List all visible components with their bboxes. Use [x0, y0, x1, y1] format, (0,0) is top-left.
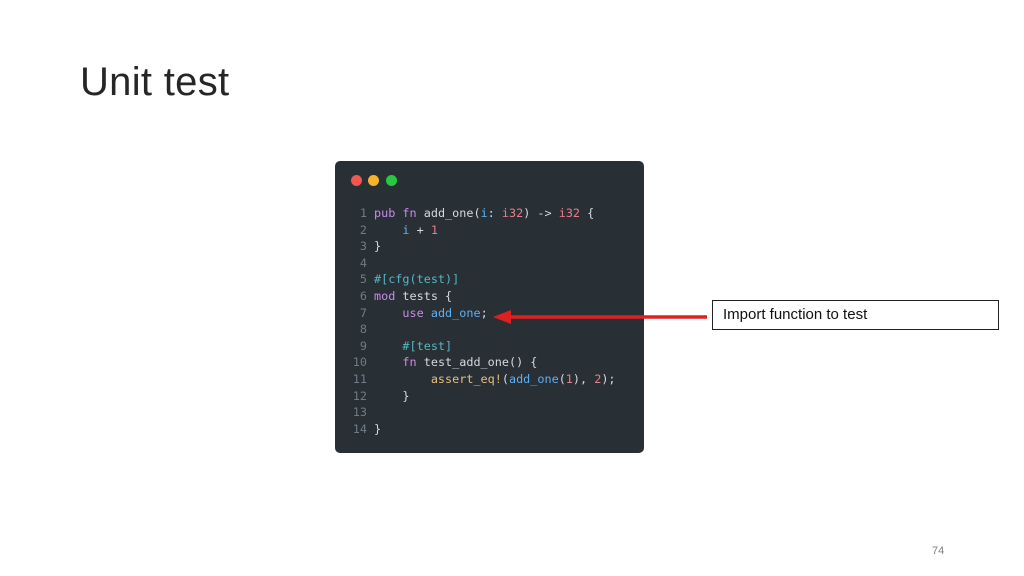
- code-text: assert_eq!(add_one(1), 2);: [374, 371, 616, 388]
- window-close-dot-icon: [351, 175, 362, 186]
- line-number: 2: [359, 222, 367, 237]
- code-token: test_add_one: [423, 355, 509, 370]
- code-token: 2: [594, 371, 602, 386]
- code-token: (: [473, 206, 481, 220]
- code-token: i32: [501, 206, 524, 220]
- line-number: 9: [359, 338, 367, 353]
- code-token: pub: [374, 206, 403, 220]
- code-text: #[cfg(test)]: [374, 271, 459, 288]
- code-token: #[test]: [402, 338, 453, 353]
- code-token: mod: [374, 288, 403, 303]
- code-line: 10 fn test_add_one() {: [335, 354, 538, 371]
- code-token: }: [374, 388, 410, 403]
- code-token: ),: [572, 371, 595, 386]
- annotation-callout: Import function to test: [712, 300, 999, 330]
- code-token: fn: [402, 206, 424, 220]
- code-line: 12 }: [335, 388, 410, 405]
- code-text: }: [374, 388, 410, 405]
- code-line: 6 mod tests {: [335, 288, 452, 305]
- code-token: );: [601, 371, 616, 386]
- code-token: [374, 355, 402, 369]
- code-token: i32: [558, 206, 581, 220]
- code-text: pub fn add_one(i: i32) -> i32 {: [374, 205, 594, 222]
- code-token: i: [402, 222, 410, 237]
- code-token: 1: [430, 222, 438, 237]
- code-line: 7 use add_one;: [335, 305, 488, 322]
- code-token: }: [374, 239, 382, 254]
- code-line: 13: [335, 404, 367, 421]
- line-number: 4: [359, 255, 367, 270]
- line-number: 1: [359, 206, 367, 220]
- line-number: 10: [352, 355, 367, 370]
- code-line: 14}: [335, 421, 381, 438]
- code-token: [374, 223, 402, 237]
- code-line: 9 #[test]: [335, 338, 452, 355]
- code-token: [374, 306, 402, 320]
- code-token: fn: [402, 355, 424, 370]
- code-text: fn test_add_one() {: [374, 354, 537, 371]
- code-text: use add_one;: [374, 305, 488, 322]
- page-number: 74: [932, 545, 945, 557]
- code-text: i + 1: [374, 222, 438, 239]
- code-token: }: [374, 421, 382, 436]
- window-maximize-dot-icon: [386, 175, 397, 186]
- arrow-left-icon: [493, 310, 707, 324]
- line-number: 5: [359, 272, 367, 287]
- code-line: 4: [335, 255, 367, 272]
- code-line: 5 #[cfg(test)]: [335, 271, 459, 288]
- arrow-head: [493, 310, 511, 324]
- slide-title: Unit test: [80, 60, 230, 104]
- line-number: 8: [359, 322, 367, 337]
- code-token: assert_eq!: [430, 371, 502, 386]
- code-text: }: [374, 421, 381, 438]
- code-line: 11 assert_eq!(add_one(1), 2);: [335, 371, 616, 388]
- line-number: 12: [352, 388, 367, 403]
- code-token: add_one: [430, 305, 481, 320]
- code-token: use: [402, 305, 431, 320]
- line-number: 6: [359, 288, 367, 303]
- code-line: 8: [335, 321, 367, 338]
- code-text: }: [374, 238, 381, 255]
- code-token: ) ->: [523, 206, 559, 220]
- code-token: 1: [565, 371, 573, 386]
- line-number: 3: [359, 239, 367, 254]
- line-number: 13: [352, 405, 367, 420]
- code-token: :: [487, 206, 502, 220]
- line-number: 14: [352, 421, 367, 436]
- code-token: [374, 339, 402, 353]
- code-token: (: [501, 371, 509, 386]
- window-minimize-dot-icon: [368, 175, 379, 186]
- code-token: #[cfg(test)]: [374, 272, 460, 287]
- code-token: (: [558, 371, 566, 386]
- line-number: 11: [352, 371, 367, 386]
- code-token: add_one: [423, 206, 474, 220]
- code-token: [374, 372, 431, 386]
- code-token: () {: [508, 355, 538, 370]
- line-number: 7: [359, 305, 367, 320]
- code-text: #[test]: [374, 338, 452, 355]
- code-token: i: [480, 206, 488, 220]
- code-token: tests {: [402, 288, 453, 303]
- code-token: add_one: [508, 371, 559, 386]
- code-token: ;: [480, 305, 488, 320]
- code-text: mod tests {: [374, 288, 452, 305]
- code-token: {: [580, 206, 595, 220]
- code-line: 2 i + 1: [335, 222, 438, 239]
- code-line: 3}: [335, 238, 381, 255]
- code-token: +: [409, 222, 431, 237]
- code-line: 1 pub fn add_one(i: i32) -> i32 {: [335, 205, 594, 222]
